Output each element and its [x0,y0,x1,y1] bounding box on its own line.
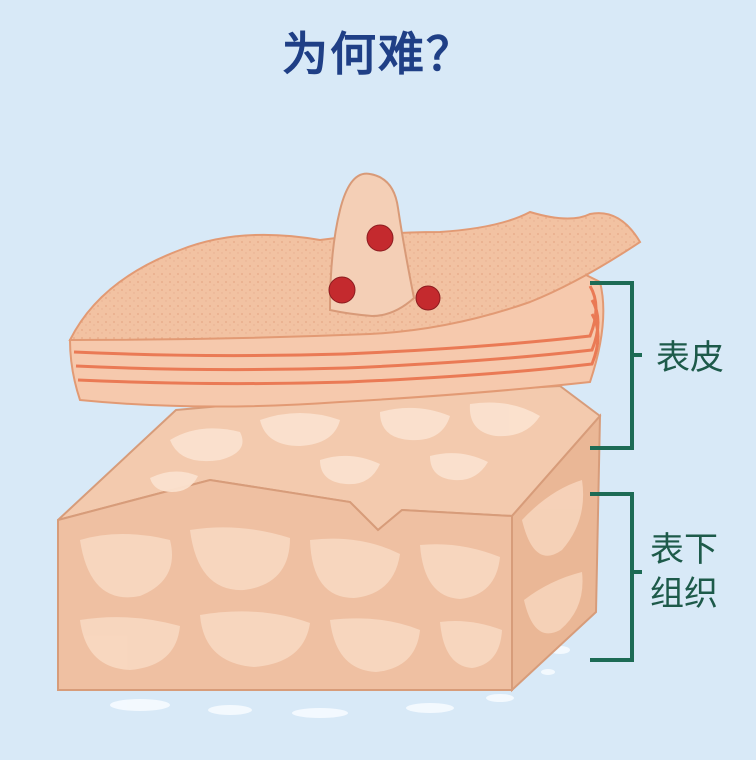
subcutaneous-label-line2: 组织 [650,574,718,614]
red-dot-icon [328,224,441,311]
subcutaneous-label: 表下 组织 [650,528,750,616]
subcutaneous-tissue-block [57,384,602,693]
epidermis-label: 表皮 [656,338,724,378]
subcutaneous-bracket [590,492,642,662]
page-title: 为何难？ [282,27,474,81]
epidermis-bracket [590,281,642,450]
subcutaneous-label-line1: 表下 [650,530,718,570]
